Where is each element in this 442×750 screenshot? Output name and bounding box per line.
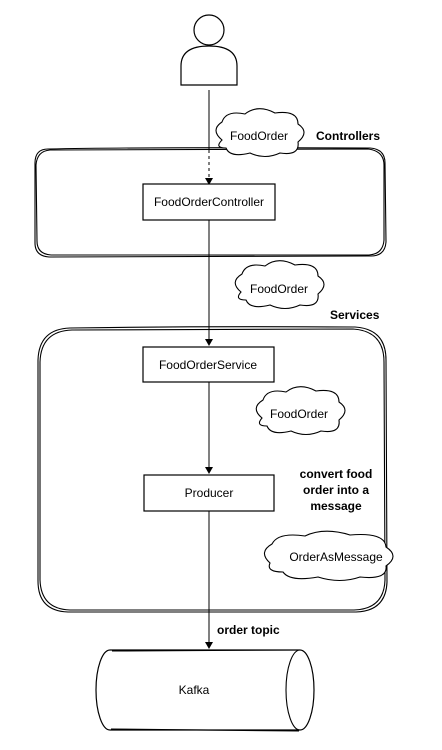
kafka-node: Kafka	[95, 649, 315, 732]
producer-node-label: Producer	[185, 486, 234, 500]
producer-node: Producer	[143, 474, 275, 512]
services-group	[37, 326, 388, 613]
controller-node: FoodOrderController	[142, 183, 276, 221]
payload-cloud-1-label: FoodOrder	[230, 129, 288, 143]
controller-node-label: FoodOrderController	[154, 195, 264, 209]
payload-cloud-3-label: FoodOrder	[270, 407, 328, 421]
convert-note-line-3: message	[310, 499, 362, 513]
payload-cloud-4-label: OrderAsMessage	[289, 550, 383, 564]
payload-cloud-2-label: FoodOrder	[250, 282, 308, 296]
controllers-label: Controllers	[316, 129, 380, 143]
payload-cloud-2: FoodOrder	[234, 260, 325, 310]
service-node-label: FoodOrderService	[159, 358, 257, 372]
services-label: Services	[330, 308, 380, 322]
order-topic-label: order topic	[217, 623, 280, 637]
convert-note-line-1: convert food	[300, 467, 373, 481]
service-node: FoodOrderService	[142, 346, 275, 383]
controllers-group	[34, 147, 387, 258]
payload-cloud-1: FoodOrder	[215, 108, 305, 158]
person-icon	[180, 14, 238, 86]
convert-note: convert food order into a message	[300, 467, 373, 513]
payload-cloud-4: OrderAsMessage	[263, 530, 394, 582]
payload-cloud-3: FoodOrder	[255, 386, 346, 436]
convert-note-line-2: order into a	[303, 483, 369, 497]
kafka-node-label: Kafka	[179, 683, 210, 697]
user-actor	[180, 14, 238, 86]
